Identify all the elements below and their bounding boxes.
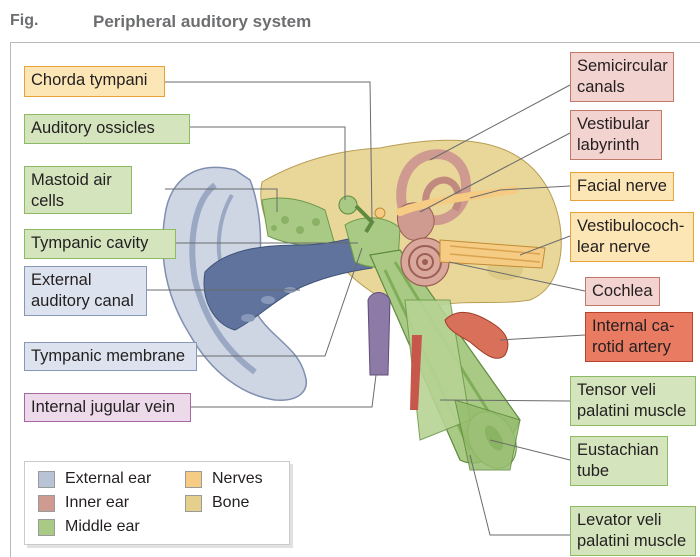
legend-swatch-middle-ear <box>38 519 55 536</box>
label-line: lear nerve <box>577 237 687 258</box>
label-tensor-veli-palatini-muscle: Tensor veli palatini muscle <box>570 376 696 426</box>
label-text: Facial nerve <box>577 177 667 195</box>
legend-label-nerves: Nerves <box>212 469 263 489</box>
label-auditory-ossicles: Auditory ossicles <box>24 114 190 144</box>
label-text: Tympanic cavity <box>31 234 148 252</box>
label-tympanic-cavity: Tympanic cavity <box>24 229 176 259</box>
label-text: Cochlea <box>592 282 653 300</box>
label-line: Vestibulococh- <box>577 216 687 237</box>
label-chorda-tympani: Chorda tympani <box>24 66 165 97</box>
label-tympanic-membrane: Tympanic membrane <box>24 342 197 371</box>
label-line: Internal ca- <box>592 316 686 337</box>
legend-swatch-nerves <box>185 471 202 488</box>
legend-label-inner-ear: Inner ear <box>65 493 129 513</box>
label-line: Mastoid air <box>31 170 125 191</box>
label-line: External <box>31 270 140 291</box>
label-cochlea: Cochlea <box>585 277 660 306</box>
legend-swatch-external-ear <box>38 471 55 488</box>
label-eustachian-tube: Eustachian tube <box>570 436 668 486</box>
label-line: canals <box>577 77 667 98</box>
label-line: Levator veli <box>577 510 689 531</box>
label-semicircular-canals: Semicircular canals <box>570 52 674 102</box>
label-line: rotid artery <box>592 337 686 358</box>
label-mastoid-air-cells: Mastoid air cells <box>24 166 132 214</box>
label-line: auditory canal <box>31 291 140 312</box>
stapes <box>375 208 385 218</box>
label-line: labyrinth <box>577 135 655 156</box>
label-text: Internal jugular vein <box>31 398 175 416</box>
malleus <box>339 196 357 214</box>
legend-swatch-inner-ear <box>38 495 55 512</box>
internal-jugular-vein <box>368 293 390 376</box>
label-text: Chorda tympani <box>31 71 147 89</box>
label-line: cells <box>31 191 125 212</box>
label-line: Tensor veli <box>577 380 689 401</box>
legend: External ear Inner ear Middle ear Nerves… <box>24 461 290 545</box>
label-vestibulocochlear-nerve: Vestibulococh- lear nerve <box>570 212 694 262</box>
label-line: Eustachian <box>577 440 661 461</box>
legend-label-external-ear: External ear <box>65 469 151 489</box>
label-line: Semicircular <box>577 56 667 77</box>
legend-swatch-bone <box>185 495 202 512</box>
label-internal-jugular-vein: Internal jugular vein <box>24 393 191 422</box>
label-line: palatini muscle <box>577 401 689 422</box>
label-facial-nerve: Facial nerve <box>570 172 674 201</box>
legend-label-middle-ear: Middle ear <box>65 517 140 537</box>
label-external-auditory-canal: External auditory canal <box>24 266 147 316</box>
label-line: tube <box>577 461 661 482</box>
label-line: Vestibular <box>577 114 655 135</box>
label-vestibular-labyrinth: Vestibular labyrinth <box>570 110 662 160</box>
label-text: Auditory ossicles <box>31 119 155 137</box>
legend-label-bone: Bone <box>212 493 249 513</box>
label-internal-carotid-artery: Internal ca- rotid artery <box>585 312 693 362</box>
label-line: palatini muscle <box>577 531 689 552</box>
label-text: Tympanic membrane <box>31 347 185 365</box>
label-levator-veli-palatini-muscle: Levator veli palatini muscle <box>570 506 696 556</box>
